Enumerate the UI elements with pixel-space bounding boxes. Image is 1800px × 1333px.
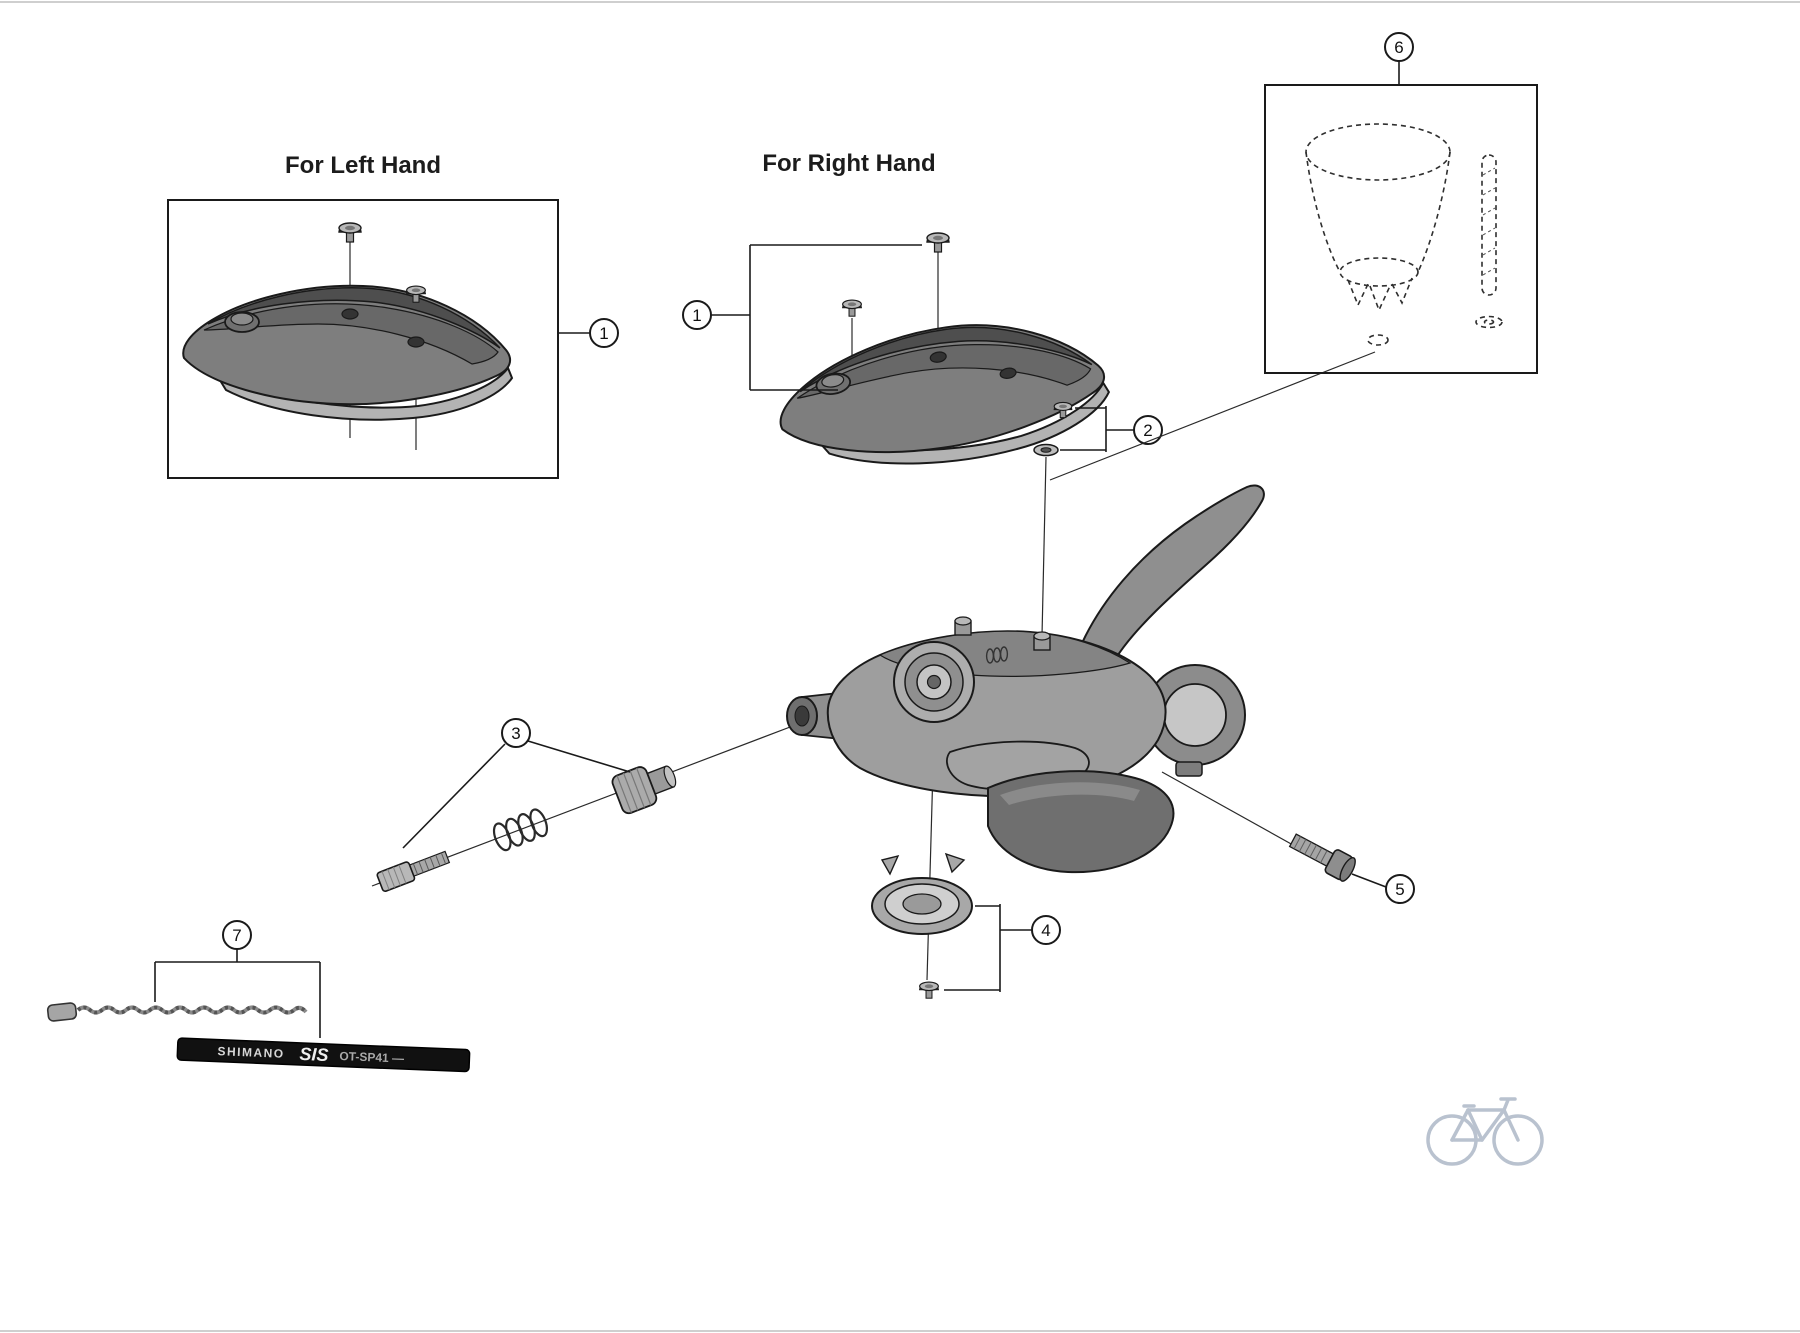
part4-axis-line xyxy=(926,767,934,981)
casing-model-text: OT-SP41 — xyxy=(339,1049,404,1066)
handlebar-clamp xyxy=(1144,664,1246,777)
adjust-bolt xyxy=(376,850,451,893)
clamp-bolt-part5: 5 xyxy=(1288,833,1415,904)
lever-axle-screw-part2: 2 xyxy=(1033,401,1163,637)
adjust-spring xyxy=(492,808,549,852)
thumb-shift-lever xyxy=(987,770,1175,874)
callout-1-right: 1 xyxy=(682,300,712,330)
callout-2: 2 xyxy=(1133,415,1163,445)
right-hand-title: For Right Hand xyxy=(762,150,935,177)
callout-1-left-number: 1 xyxy=(599,324,608,343)
left-hand-box xyxy=(167,199,559,479)
bicycle-logo-icon xyxy=(1426,1097,1544,1166)
clamp-bolt xyxy=(1288,833,1356,882)
callout-5-number: 5 xyxy=(1395,880,1404,899)
indicator-cover-part4: 4 xyxy=(871,852,1061,999)
cover-screw-c xyxy=(926,232,950,253)
cover-screw-a xyxy=(338,222,362,243)
shifter-body xyxy=(786,484,1265,874)
cable-end-crimp xyxy=(46,1002,78,1022)
boot-cover-part6: 6 xyxy=(1264,32,1538,374)
shift-cable-part7: SHIMANO SIS OT-SP41 — 7 xyxy=(46,920,471,1073)
left-hand-assembly: For Left Hand 1 xyxy=(167,152,619,479)
right-cover-assembly: 1 xyxy=(682,232,1118,492)
cover-screw-d xyxy=(842,299,862,317)
part6-box xyxy=(1264,84,1538,374)
callout-3-number: 3 xyxy=(511,724,520,743)
cover-mount-post-rear xyxy=(1033,631,1051,651)
gear-indicator-dial xyxy=(893,641,975,723)
inner-cable-braid xyxy=(76,1005,308,1015)
upper-shift-lever xyxy=(1076,484,1265,671)
part2-axis-line xyxy=(1041,456,1047,637)
callout-3: 3 xyxy=(501,718,531,748)
bracket-2 xyxy=(1060,406,1134,452)
left-hand-title: For Left Hand xyxy=(285,152,441,179)
callout-1-right-number: 1 xyxy=(692,306,701,325)
bracket-1-right xyxy=(710,244,922,391)
callout-7: 7 xyxy=(222,920,252,950)
leader-line-5 xyxy=(1351,873,1387,888)
bracket-4 xyxy=(944,904,1032,992)
outer-casing: SHIMANO SIS OT-SP41 — xyxy=(176,1037,471,1073)
callout-2-number: 2 xyxy=(1143,421,1152,440)
callout-6: 6 xyxy=(1384,32,1414,62)
callout-5: 5 xyxy=(1385,874,1415,904)
callout-6-number: 6 xyxy=(1394,38,1403,57)
adjuster-knob xyxy=(611,765,677,815)
rubber-boot xyxy=(1305,123,1451,346)
bracket-3 xyxy=(402,740,631,849)
right-shifter-cover xyxy=(768,300,1118,492)
callout-4: 4 xyxy=(1031,915,1061,945)
bracket-7 xyxy=(154,949,321,1038)
part5-axis-line xyxy=(1161,771,1303,851)
cable-adjusting-unit-part3: 3 xyxy=(376,718,677,893)
callout-7-number: 7 xyxy=(232,926,241,945)
casing-brand-text: SHIMANO xyxy=(217,1044,285,1061)
axle-washer xyxy=(1033,443,1059,457)
boot-pin xyxy=(1475,154,1503,329)
callout-4-number: 4 xyxy=(1041,921,1050,940)
indicator-cover-ring xyxy=(871,852,973,935)
left-shifter-cover xyxy=(182,284,514,421)
casing-series-text: SIS xyxy=(299,1044,329,1065)
cover-mount-post-front xyxy=(954,616,972,636)
callout-1-left: 1 xyxy=(589,318,619,348)
cover-fixing-screw xyxy=(919,981,939,999)
pawl-spring-detail xyxy=(985,646,1009,664)
